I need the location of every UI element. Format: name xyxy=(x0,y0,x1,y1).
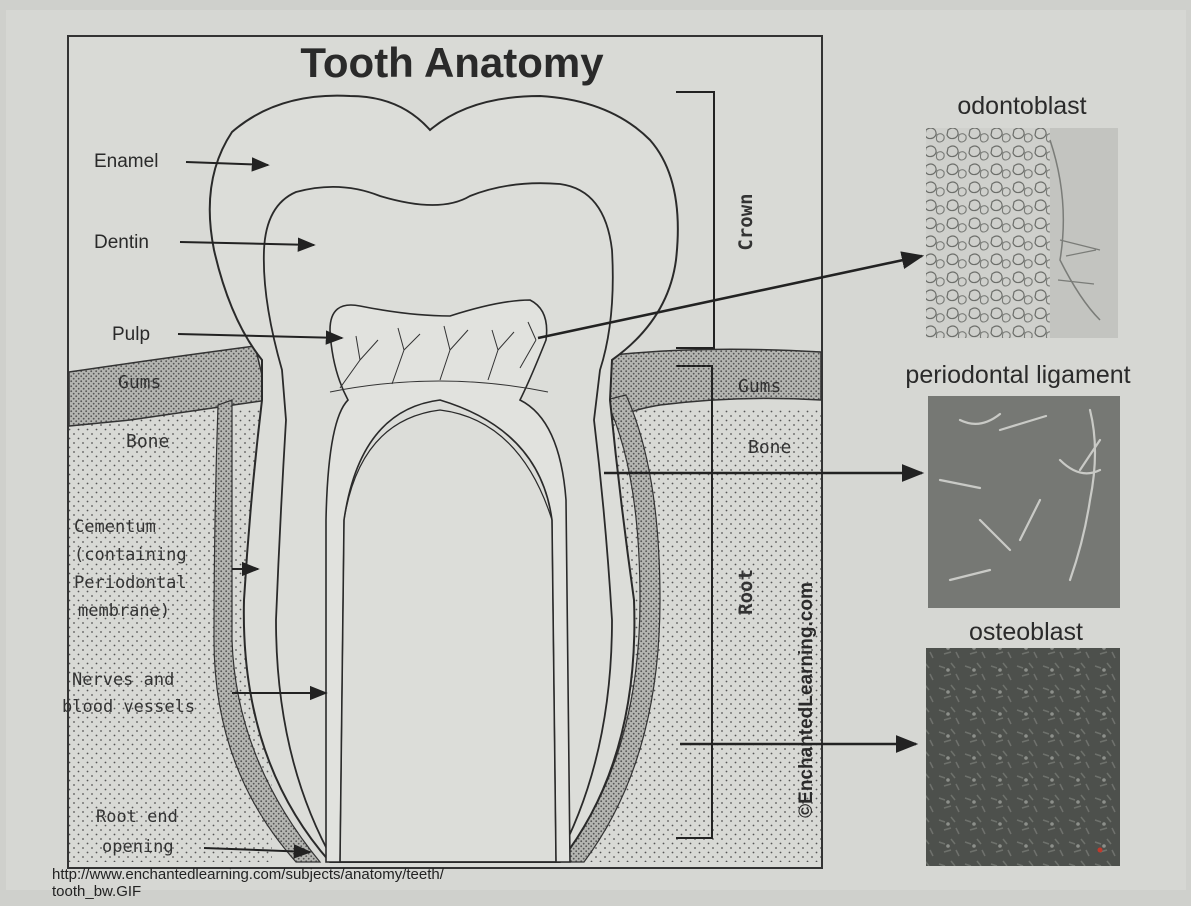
cementum-label-2: (containing xyxy=(74,545,187,565)
osteoblast-micrograph xyxy=(926,648,1120,866)
root-end-label-2: opening xyxy=(102,837,174,857)
cementum-label-1: Cementum xyxy=(74,517,156,537)
crown-label: Crown xyxy=(735,193,757,250)
nerves-label-2: blood vessels xyxy=(62,697,195,717)
osteoblast-title: osteoblast xyxy=(969,618,1083,646)
odontoblast-micrograph xyxy=(926,128,1118,338)
source-url-line2[interactable]: tooth_bw.GIF xyxy=(52,883,141,900)
root-label: Root xyxy=(735,569,757,615)
dentin-label: Dentin xyxy=(94,232,149,253)
source-url-line1[interactable]: http://www.enchantedlearning.com/subject… xyxy=(52,866,444,883)
odontoblast-title: odontoblast xyxy=(957,92,1086,120)
nerves-label-1: Nerves and xyxy=(72,670,174,690)
watermark: ©EnchantedLearning.com xyxy=(796,582,817,818)
root-end-label-1: Root end xyxy=(96,807,178,827)
diagram-title: Tooth Anatomy xyxy=(300,39,604,86)
periodontal-micrograph xyxy=(928,396,1120,608)
cementum-label-4: membrane) xyxy=(78,601,170,621)
cementum-label-3: Periodontal xyxy=(74,573,187,593)
source-url[interactable]: http://www.enchantedlearning.com/subject… xyxy=(52,866,444,900)
gums-left-label: Gums xyxy=(118,372,161,393)
gums-right-label: Gums xyxy=(738,376,781,397)
bone-left-label: Bone xyxy=(126,431,169,452)
pulp-label: Pulp xyxy=(112,324,150,345)
enamel-label: Enamel xyxy=(94,151,158,172)
bone-right-label: Bone xyxy=(748,437,791,458)
periodontal-title: periodontal ligament xyxy=(905,361,1130,389)
